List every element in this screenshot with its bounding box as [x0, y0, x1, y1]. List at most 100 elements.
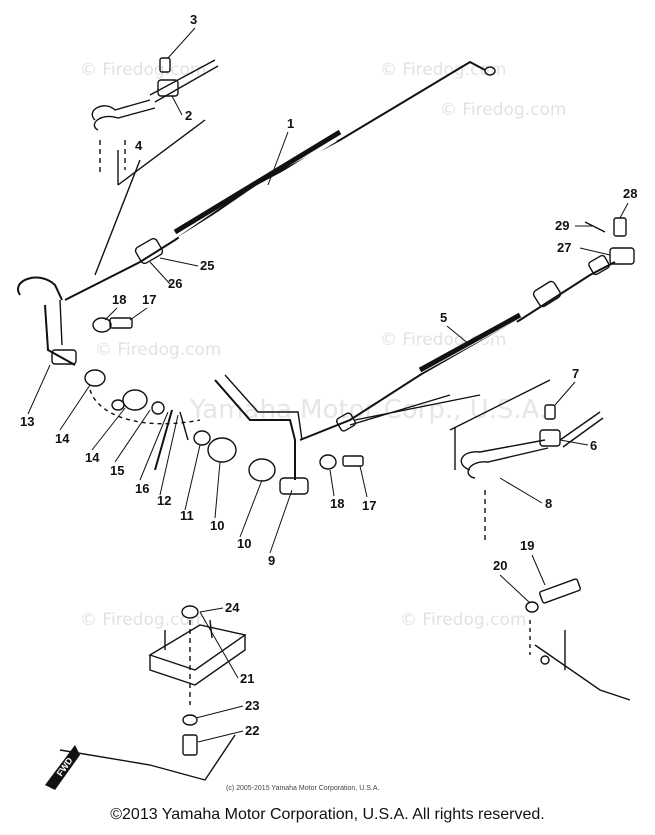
throttle-cable: [64, 60, 486, 301]
watermark-site: © Firedog.com: [80, 610, 206, 630]
cable-sheath-highlight: [178, 138, 337, 240]
bolt-hole: [540, 655, 550, 665]
cable-clamp: [539, 429, 561, 447]
cable-clamp: [157, 79, 179, 97]
cable-sheath-highlight: [422, 320, 518, 378]
bracket: [149, 635, 246, 686]
callout-number: 27: [557, 240, 571, 255]
callout-number: 7: [572, 366, 579, 381]
nut: [319, 454, 337, 470]
leader-line: [94, 159, 141, 276]
callout-number: 18: [330, 496, 344, 511]
watermark-site: © Firedog.com: [95, 340, 221, 360]
detail-panel-edge: [117, 119, 206, 186]
shaft-link: [214, 379, 296, 480]
fwd-arrow-icon: [45, 745, 80, 790]
cable-stub: [149, 59, 216, 96]
leader-line: [354, 394, 481, 421]
callout-number: 17: [362, 498, 376, 513]
hull-edge: [534, 644, 631, 701]
callout-number: 16: [135, 481, 149, 496]
callout-number: 11: [180, 508, 194, 523]
callout-number: 10: [210, 518, 224, 533]
callout-number: 29: [555, 218, 569, 233]
watermark-maker: Yamaha Motor Corp., U.S.A.: [189, 395, 547, 425]
lever-body: [59, 299, 63, 346]
bracket: [148, 624, 247, 671]
callout-number: 14: [85, 450, 100, 465]
washer: [111, 399, 125, 411]
callout-number: 24: [225, 600, 240, 615]
nut: [181, 605, 199, 619]
bushing: [248, 458, 276, 482]
lever-arm: [17, 276, 63, 301]
pin: [154, 409, 173, 471]
clamp-loop: [467, 447, 549, 479]
clamp-loop: [460, 439, 546, 471]
link-end: [279, 477, 309, 495]
callout-number: 26: [168, 276, 182, 291]
cable-sheath: [173, 129, 342, 235]
bolt: [539, 578, 581, 604]
callout-number: 22: [245, 723, 259, 738]
callout-number: 28: [623, 186, 637, 201]
clamp-loop: [93, 107, 156, 131]
cable-end-block: [588, 254, 610, 276]
nut: [92, 317, 112, 333]
diagram-lines: [17, 57, 635, 781]
detail-panel-edge: [449, 379, 551, 431]
cotter-pin: [584, 221, 606, 233]
shaft-link: [224, 374, 303, 441]
inner-copyright: (c) 2005-2015 Yamaha Motor Corporation, …: [226, 785, 379, 792]
bolt: [342, 455, 364, 467]
bushing: [122, 389, 148, 411]
callout-number: 1: [287, 116, 294, 131]
bracket: [209, 619, 213, 639]
callout-number: 10: [237, 536, 251, 551]
fwd-mark: FWD: [45, 745, 80, 790]
watermark-site: © Firedog.com: [400, 610, 526, 630]
washer: [525, 601, 539, 613]
callouts: 1 2 3 4 5 6 7 8 9 10 10 11 12 13 14 14 1…: [20, 12, 637, 738]
bolt: [182, 734, 198, 756]
bushing: [207, 437, 237, 463]
callout-number: 18: [112, 292, 126, 307]
callout-number: 19: [520, 538, 534, 553]
cotter-pin: [179, 411, 189, 441]
hull-edge: [59, 734, 236, 781]
callout-number: 9: [268, 553, 275, 568]
callout-number: 15: [110, 463, 124, 478]
callout-number: 13: [20, 414, 34, 429]
callout-number: 5: [440, 310, 447, 325]
callout-number: 6: [590, 438, 597, 453]
callout-number: 20: [493, 558, 507, 573]
clamp-bolt: [159, 57, 171, 73]
lever-end: [51, 349, 77, 365]
cable-end: [484, 66, 496, 76]
joint-pin: [613, 217, 627, 237]
callout-number: 23: [245, 698, 259, 713]
copyright-footer: ©2013 Yamaha Motor Corporation, U.S.A. A…: [110, 806, 545, 823]
clamp-bolt: [544, 404, 556, 420]
leader-line: [349, 394, 451, 426]
watermark-site: © Firedog.com: [80, 60, 206, 80]
watermark-site: © Firedog.com: [440, 100, 566, 120]
washer: [151, 401, 165, 415]
callout-leaders: [27, 27, 629, 743]
callout-number: 12: [157, 493, 171, 508]
cable-adjuster: [532, 280, 562, 308]
callout-number: 14: [55, 431, 70, 446]
cable-joint: [609, 247, 635, 265]
lever-body: [44, 304, 76, 366]
watermarks: © Firedog.com © Firedog.com © Firedog.co…: [80, 60, 566, 630]
washer: [182, 714, 198, 726]
bushing: [84, 369, 106, 387]
cable-adjuster: [134, 237, 164, 265]
callout-number: 21: [240, 671, 254, 686]
bolt: [109, 317, 133, 329]
clamp-loop: [91, 99, 151, 121]
cable-stub: [559, 411, 601, 441]
callout-number: 3: [190, 12, 197, 27]
parts-diagram: © Firedog.com © Firedog.com © Firedog.co…: [17, 12, 637, 792]
callout-number: 25: [200, 258, 214, 273]
